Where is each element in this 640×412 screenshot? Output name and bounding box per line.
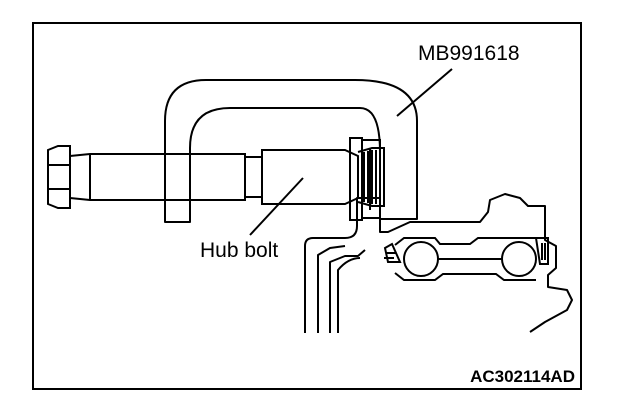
hub-bolt [261, 147, 385, 207]
tool-leader-line [396, 68, 453, 117]
forcing-bolt-head [47, 145, 71, 209]
knuckle-housing [304, 193, 573, 333]
special-tool-yoke [164, 79, 418, 223]
hub-bearing [383, 237, 549, 281]
bearing-ball-inner [403, 241, 439, 277]
figure-id-label: AC302114AD [470, 367, 575, 386]
figure-frame [32, 22, 582, 390]
part-callout-label: Hub bolt [200, 239, 278, 262]
tool-callout-label: MB991618 [418, 42, 520, 65]
part-leader-line [249, 177, 304, 236]
bearing-ball-outer [501, 241, 537, 277]
